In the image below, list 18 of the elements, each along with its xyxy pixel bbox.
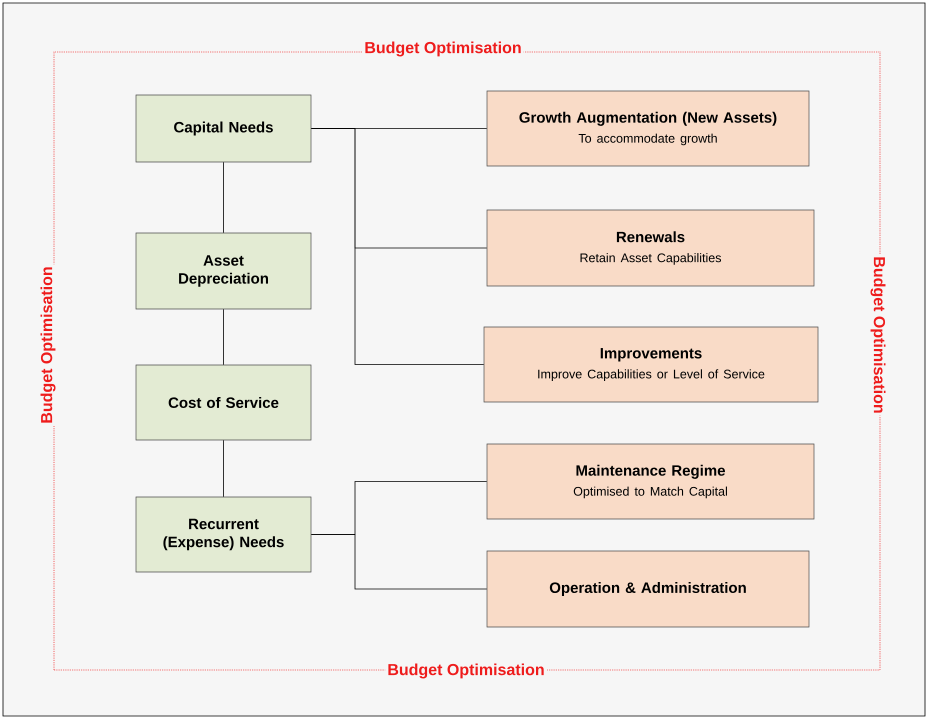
frame-label: Budget Optimisation [385,662,547,680]
connector-line [223,440,224,498]
connector-line [310,128,484,365]
process-box: Asset Depreciation [136,232,312,310]
connector-line [223,308,224,366]
frame-label: Budget Optimisation [868,254,888,416]
connector-line [223,162,224,234]
process-box: Improvements Improve Capabilities or Level of Service [484,326,818,402]
process-box: Growth Augmentation (New Assets) To accommodate growth [486,90,810,166]
frame-label: Budget Optimisation [362,40,524,58]
process-box: Maintenance Regime Optimised to Match Capital [486,444,814,520]
frame-label: Budget Optimisation [38,264,58,426]
process-box: Capital Needs [136,94,312,162]
process-box: Renewals Retain Asset Capabilities [486,210,814,286]
process-box: Operation & Administration [486,550,810,628]
process-box: Cost of Service [136,364,312,440]
process-box: Recurrent (Expense) Needs [136,496,312,572]
connector-line [310,534,488,590]
